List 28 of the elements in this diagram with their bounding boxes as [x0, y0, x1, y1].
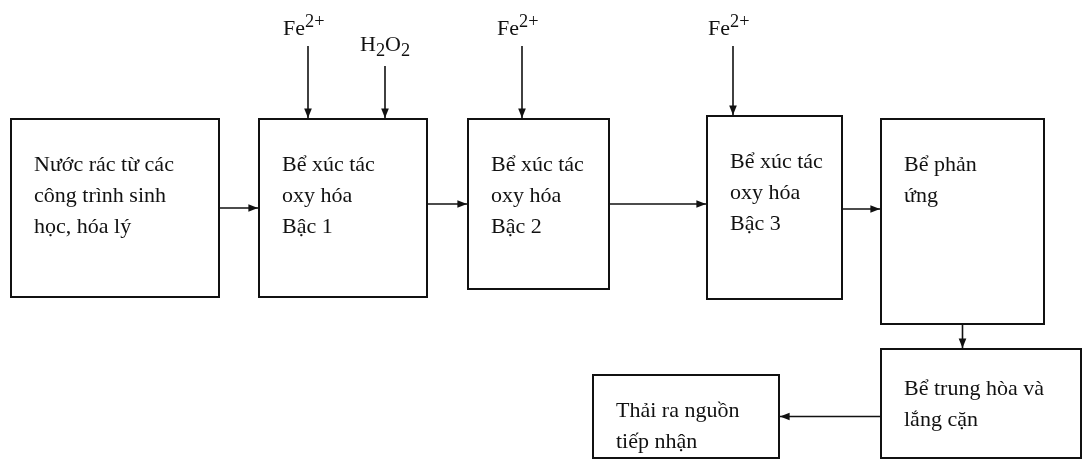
arrow	[518, 45, 526, 119]
process-box	[880, 118, 1045, 325]
arrow	[842, 205, 881, 213]
arrow	[304, 45, 312, 119]
process-box	[467, 118, 610, 290]
process-box	[880, 348, 1082, 459]
process-box	[258, 118, 428, 298]
process-box	[10, 118, 220, 298]
arrow	[381, 65, 389, 119]
reagent-label: Fe$^{2+}$	[283, 10, 326, 43]
arrow	[609, 200, 707, 208]
reagent-label: H$_{2}$O$_{2}$	[360, 30, 412, 63]
box-label: Bể xúc tác oxy hóa Bậc 1	[282, 150, 376, 240]
process-box	[706, 115, 843, 300]
process-box	[592, 374, 780, 459]
reagent-label: Fe$^{2+}$	[497, 10, 540, 43]
reagent-label: Fe$^{2+}$	[708, 10, 751, 43]
box-label: Thải ra nguồn tiếp nhận	[616, 396, 741, 455]
arrow	[958, 324, 967, 349]
box-label: Bể xúc tác oxy hóa Bậc 3	[730, 147, 824, 237]
box-label: Bể trung hòa và lắng cặn	[904, 374, 1045, 433]
arrow	[779, 412, 881, 421]
arrow	[729, 45, 737, 116]
arrow	[427, 200, 468, 208]
box-label: Bể phản ứng	[904, 150, 978, 209]
box-label: Nước rác từ các công trình sinh học, hóa lý	[34, 150, 175, 240]
arrow	[219, 204, 259, 212]
box-label: Bể xúc tác oxy hóa Bậc 2	[491, 150, 585, 240]
